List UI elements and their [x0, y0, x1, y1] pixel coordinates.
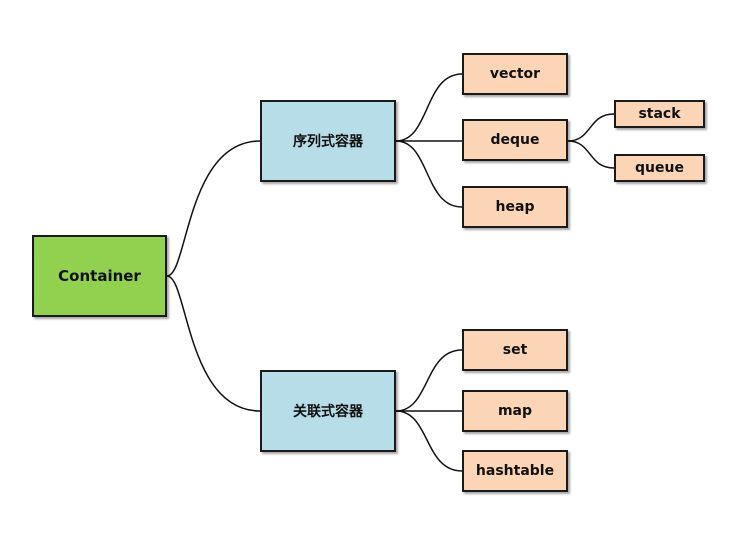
- node-associative-containers: 关联式容器: [260, 370, 396, 452]
- node-hashtable: hashtable: [462, 450, 568, 492]
- node-sequence-containers: 序列式容器: [260, 100, 396, 182]
- node-queue: queue: [614, 154, 705, 182]
- node-stack: stack: [614, 100, 705, 128]
- connector-sequence-to-vector: [395, 73, 463, 142]
- node-deque: deque: [462, 119, 568, 161]
- connector-deque-to-queue: [567, 140, 615, 169]
- node-map: map: [462, 390, 568, 432]
- node-set: set: [462, 329, 568, 371]
- connector-deque-to-stack: [567, 113, 615, 142]
- connector-associative-to-hashtable: [395, 410, 463, 472]
- connector-sequence-to-heap: [395, 140, 463, 208]
- connector-root-to-sequence: [166, 140, 261, 277]
- node-vector: vector: [462, 53, 568, 95]
- node-container: Container: [32, 235, 167, 317]
- connector-root-to-associative: [166, 275, 261, 412]
- connector-associative-to-set: [395, 349, 463, 412]
- node-heap: heap: [462, 186, 568, 228]
